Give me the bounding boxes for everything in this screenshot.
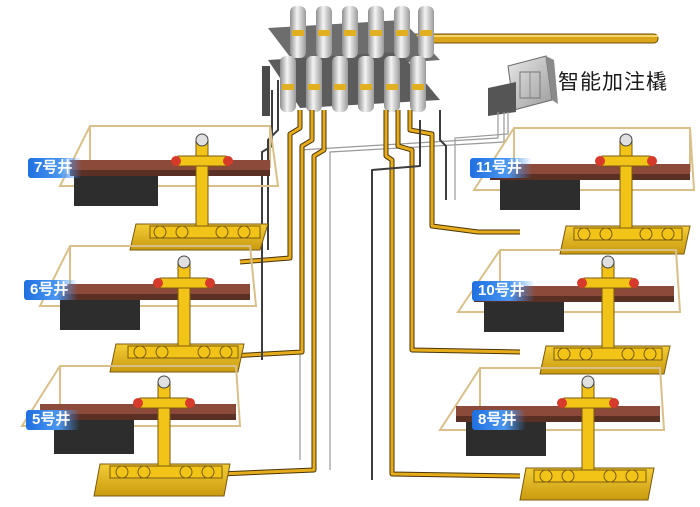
well-label-7: 7号井: [28, 158, 83, 178]
well-label-11: 11号井: [470, 158, 532, 178]
control-cabinet: [488, 55, 558, 116]
wellpad-10: [456, 249, 682, 375]
wellpad-7: [58, 125, 280, 251]
wellhead-tree-6: [127, 255, 239, 359]
wellhead-tree-10: [553, 255, 663, 361]
distribution-pipes: [219, 80, 521, 480]
well-label-10: 10号井: [472, 281, 535, 301]
wellhead-tree-8: [533, 375, 647, 483]
wellpad-5: [20, 365, 242, 497]
well-label-6: 6号井: [24, 280, 79, 300]
wellhead-tree-11: [573, 133, 683, 241]
skid-title: 智能加注橇: [558, 70, 668, 94]
wellhead-tree-7: [149, 133, 261, 239]
wellpad-11: [472, 127, 696, 255]
injection-skid-manifold: [262, 6, 440, 116]
well-label-5: 5号井: [26, 410, 81, 430]
well-label-8: 8号井: [472, 410, 527, 430]
wellpad-8: [438, 367, 666, 501]
wellpad-6: [38, 245, 258, 373]
wellhead-tree-5: [109, 375, 223, 479]
